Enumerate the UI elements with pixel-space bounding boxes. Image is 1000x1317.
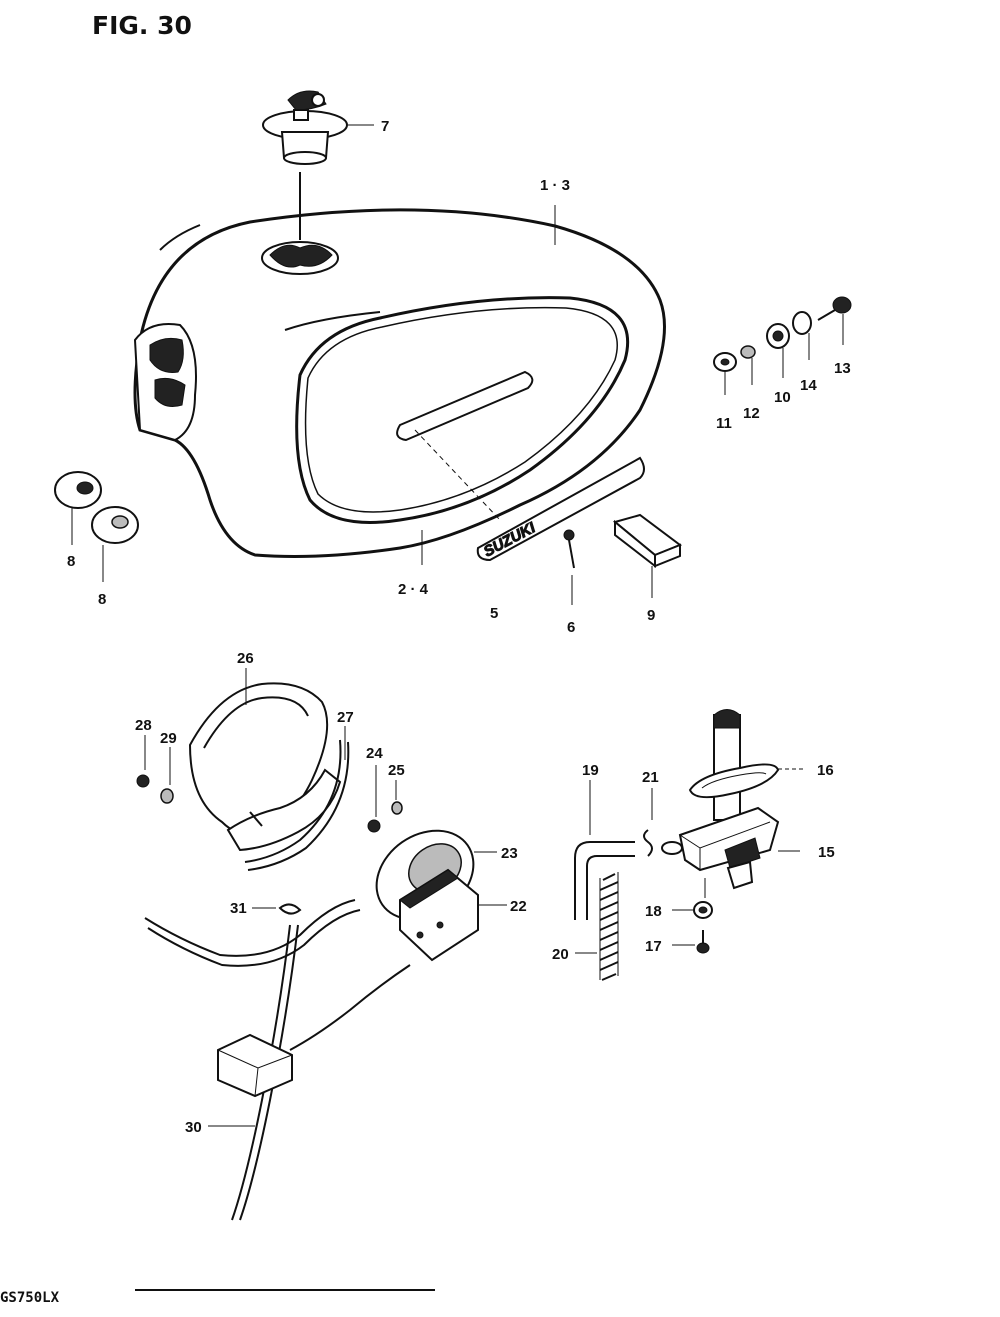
wiring-harness-part	[144, 899, 411, 1221]
callout-1-3: 1 · 3	[540, 177, 570, 194]
callout-30: 30	[185, 1119, 202, 1136]
callout-28: 28	[135, 717, 152, 734]
callout-21: 21	[642, 769, 659, 786]
callout-18: 18	[645, 903, 662, 920]
callout-13: 13	[834, 360, 851, 377]
fuel-cock-nut-part	[693, 901, 713, 919]
washer-part-11	[713, 352, 737, 372]
callout-27: 27	[337, 709, 354, 726]
fuel-tank-part	[133, 208, 666, 558]
callout-7: 7	[381, 118, 389, 135]
callout-10: 10	[774, 389, 791, 406]
fuel-hose-part	[574, 841, 635, 920]
fuel-strainer-part	[599, 872, 619, 981]
callout-31: 31	[230, 900, 247, 917]
screw-part-24	[367, 819, 381, 833]
callout-29: 29	[160, 730, 177, 747]
callout-17: 17	[645, 938, 662, 955]
callout-19: 19	[582, 762, 599, 779]
fuel-gauge-cover-part	[188, 682, 342, 852]
model-code: GS750LX	[0, 1290, 60, 1306]
callout-20: 20	[552, 946, 569, 963]
figure-title: FIG. 30	[92, 11, 192, 40]
callout-16: 16	[817, 762, 834, 779]
callout-22: 22	[510, 898, 527, 915]
fuel-gauge-cushion-part	[244, 739, 350, 871]
emblem-screw-part	[563, 529, 575, 569]
fuel-cock-screw-part	[696, 930, 710, 954]
washer-part-14	[792, 311, 812, 335]
callout-12: 12	[743, 405, 760, 422]
fuel-cap-part	[262, 90, 348, 165]
wire-clamp-part	[278, 903, 302, 915]
tank-damper-part-b	[91, 506, 139, 544]
emblem-brand-text: SUZUKI	[481, 519, 539, 561]
fuel-cock-part	[661, 709, 780, 890]
callout-9: 9	[647, 607, 655, 624]
callout-24: 24	[366, 745, 383, 762]
callout-26: 26	[237, 650, 254, 667]
nut-part-10	[766, 323, 790, 349]
callout-6: 6	[567, 619, 575, 636]
washer-part-29	[160, 788, 174, 804]
hose-clip-part	[643, 829, 653, 857]
callout-5: 5	[490, 605, 498, 622]
callout-23: 23	[501, 845, 518, 862]
washer-part-25	[391, 801, 403, 815]
cushion-part	[612, 513, 683, 569]
callout-8a: 8	[67, 553, 75, 570]
fuel-gauge-float-part	[217, 1033, 293, 1098]
callout-11: 11	[716, 415, 732, 432]
suzuki-emblem-part: SUZUKI	[476, 456, 645, 561]
screw-part-28	[136, 774, 150, 788]
callout-25: 25	[388, 762, 405, 779]
bolt-part-13	[817, 296, 852, 321]
fuel-cock-gasket-part	[688, 763, 780, 799]
callout-14: 14	[800, 377, 817, 394]
callout-15: 15	[818, 844, 835, 861]
callout-8b: 8	[98, 591, 106, 608]
callout-2-4: 2 · 4	[398, 581, 429, 598]
tank-damper-part-a	[54, 471, 102, 509]
spacer-part-12	[740, 345, 756, 359]
fuel-gauge-unit-part	[399, 868, 479, 962]
